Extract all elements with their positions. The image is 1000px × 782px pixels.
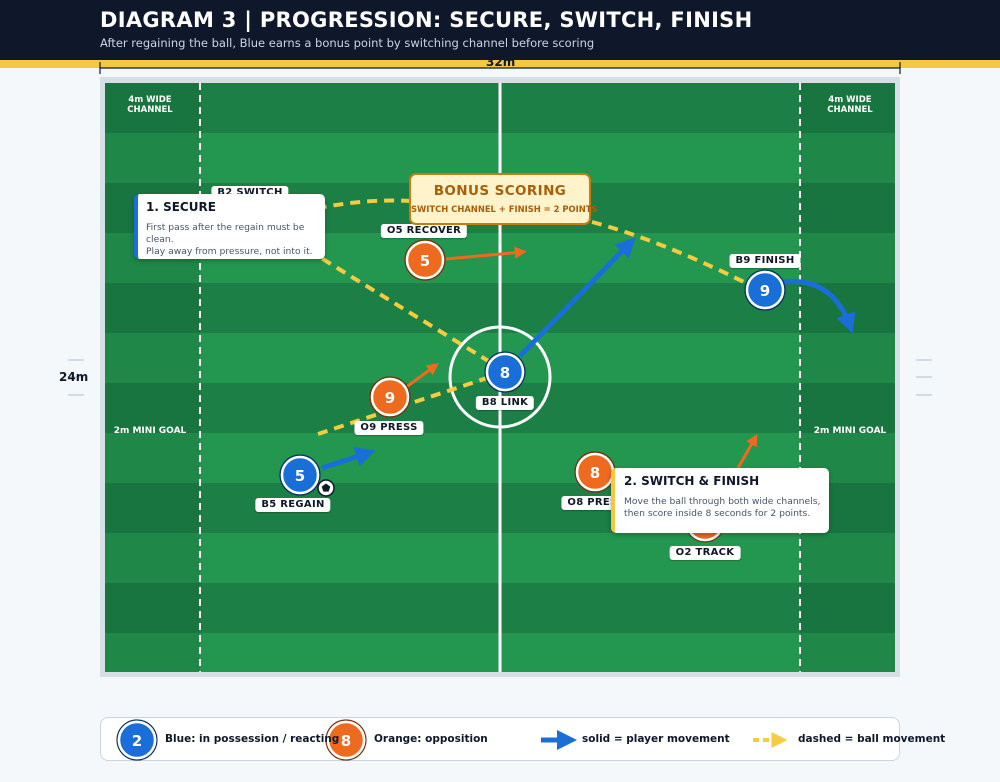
b5-movement-arrow bbox=[321, 447, 376, 471]
o9-tag: O9 PRESS bbox=[354, 421, 424, 435]
o5-tag: O5 RECOVER bbox=[380, 224, 468, 238]
b8-movement-arrow bbox=[518, 237, 636, 358]
legend-orange-swatch: 8 bbox=[325, 719, 367, 761]
player-b8[interactable]: 8 bbox=[484, 351, 526, 393]
height-dimension-ticks bbox=[68, 359, 932, 396]
bonus-scoring-subtitle: SWITCH CHANNEL + FINISH = 2 POINTS bbox=[411, 204, 598, 214]
switch-callout-title: 2. SWITCH & FINISH bbox=[624, 474, 760, 488]
legend-swatches: 2 8 bbox=[116, 719, 788, 761]
page-subtitle: After regaining the ball, Blue earns a b… bbox=[100, 36, 595, 50]
player-b9[interactable]: 9 bbox=[744, 269, 786, 311]
width-dimension-line bbox=[99, 62, 901, 74]
legend-dashed-text: dashed = ball movement bbox=[798, 733, 946, 745]
right-channel-label-line2: CHANNEL bbox=[827, 105, 873, 115]
secure-callout-line2: Play away from pressure, not into it. bbox=[146, 246, 313, 257]
left-channel-label-line2: CHANNEL bbox=[127, 105, 173, 115]
width-dimension-label: 32m bbox=[486, 55, 516, 69]
b9-number: 9 bbox=[760, 282, 770, 300]
switch-finish-callout: 2. SWITCH & FINISH Move the ball through… bbox=[611, 468, 829, 533]
right-mini-goal-label: 2m MINI GOAL bbox=[814, 426, 887, 436]
header-accent-stripe bbox=[0, 60, 1000, 68]
o9-movement-arrow bbox=[404, 363, 439, 390]
b8-number: 8 bbox=[500, 364, 510, 382]
right-channel-label-line1: 4m WIDE bbox=[828, 95, 871, 105]
o2-movement-arrow bbox=[736, 433, 758, 469]
page-title: DIAGRAM 3 | PROGRESSION: SECURE, SWITCH,… bbox=[100, 8, 753, 32]
ball-path-switch-to-bonus bbox=[299, 198, 411, 214]
ball-icon bbox=[317, 479, 335, 497]
secure-callout-line1: First pass after the regain must be clea… bbox=[146, 222, 305, 245]
bonus-scoring-box: BONUS SCORING SWITCH CHANNEL + FINISH = … bbox=[409, 173, 598, 225]
b9-tag: B9 FINISH bbox=[729, 254, 801, 268]
o2-tag: O2 TRACK bbox=[669, 546, 741, 560]
secure-callout-title: 1. SECURE bbox=[146, 200, 216, 214]
legend-blue-number: 2 bbox=[132, 732, 142, 750]
player-o9[interactable]: 9 bbox=[369, 376, 411, 418]
ball-path-link-to-switch bbox=[298, 243, 492, 364]
bonus-scoring-title: BONUS SCORING bbox=[433, 183, 567, 199]
player-o5[interactable]: 5 bbox=[404, 239, 446, 281]
left-channel-label-line1: 4m WIDE bbox=[128, 95, 171, 105]
o9-number: 9 bbox=[385, 389, 395, 407]
header-bar bbox=[0, 0, 1000, 60]
legend-orange-text: Orange: opposition bbox=[374, 733, 488, 745]
player-b5[interactable]: 5 bbox=[279, 454, 321, 496]
player-o8[interactable]: 8 bbox=[574, 451, 616, 493]
right-wide-channel bbox=[800, 83, 895, 672]
b9-movement-arrow bbox=[781, 278, 856, 334]
centre-circle bbox=[448, 325, 552, 429]
b5-tag: B5 REGAIN bbox=[255, 498, 331, 512]
secure-callout: 1. SECURE First pass after the regain mu… bbox=[134, 194, 325, 259]
o8-number: 8 bbox=[590, 464, 600, 482]
legend-blue-swatch: 2 bbox=[116, 719, 158, 761]
b5-number: 5 bbox=[295, 467, 305, 485]
legend-blue-text: Blue: in possession / reacting bbox=[165, 733, 340, 745]
switch-callout-line1: Move the ball through both wide channels… bbox=[624, 496, 821, 507]
left-mini-goal-label: 2m MINI GOAL bbox=[114, 426, 187, 436]
o5-movement-arrow bbox=[445, 246, 527, 261]
b8-tag: B8 LINK bbox=[475, 396, 535, 410]
height-dimension-label: 24m bbox=[59, 370, 89, 384]
left-wide-channel bbox=[105, 83, 200, 672]
legend-orange-number: 8 bbox=[341, 732, 351, 750]
switch-callout-line2: then score inside 8 seconds for 2 points… bbox=[624, 508, 811, 519]
legend: 2 8 Blue: in possession / reacting Orang… bbox=[100, 717, 945, 761]
legend-solid-text: solid = player movement bbox=[582, 733, 730, 745]
o5-number: 5 bbox=[420, 252, 430, 270]
ball-path-to-finish bbox=[591, 220, 751, 287]
